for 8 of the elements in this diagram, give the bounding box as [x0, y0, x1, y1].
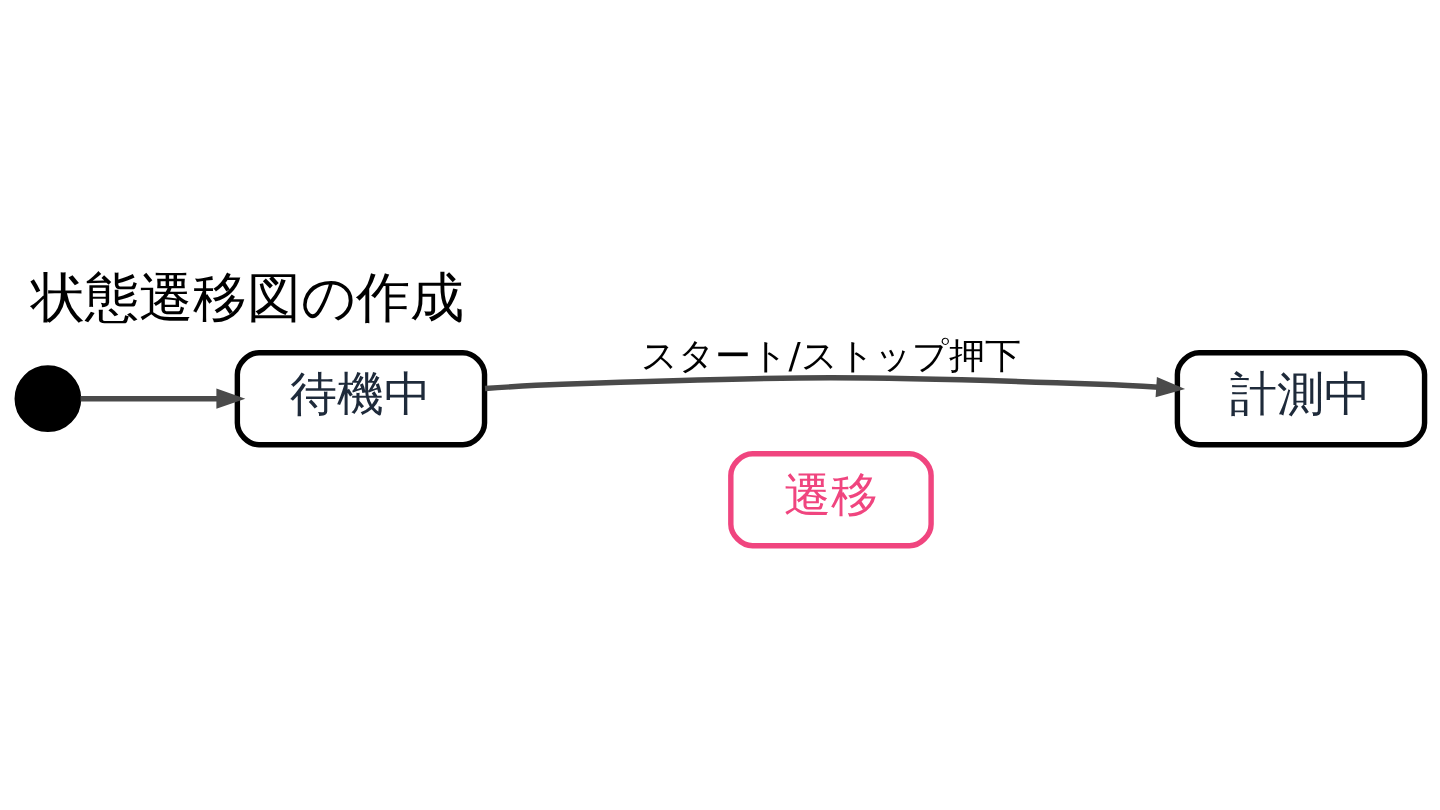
arrow	[484, 374, 1186, 397]
edge-label: スタート/ストップ押下	[641, 334, 1021, 377]
node-box: 遷移	[728, 450, 934, 548]
node-box: 待機中	[234, 349, 488, 447]
node-circle	[14, 364, 82, 432]
arrow	[80, 388, 246, 409]
node-box: 計測中	[1174, 349, 1428, 447]
diagram-title: 状態遷移図の作成	[30, 265, 464, 329]
